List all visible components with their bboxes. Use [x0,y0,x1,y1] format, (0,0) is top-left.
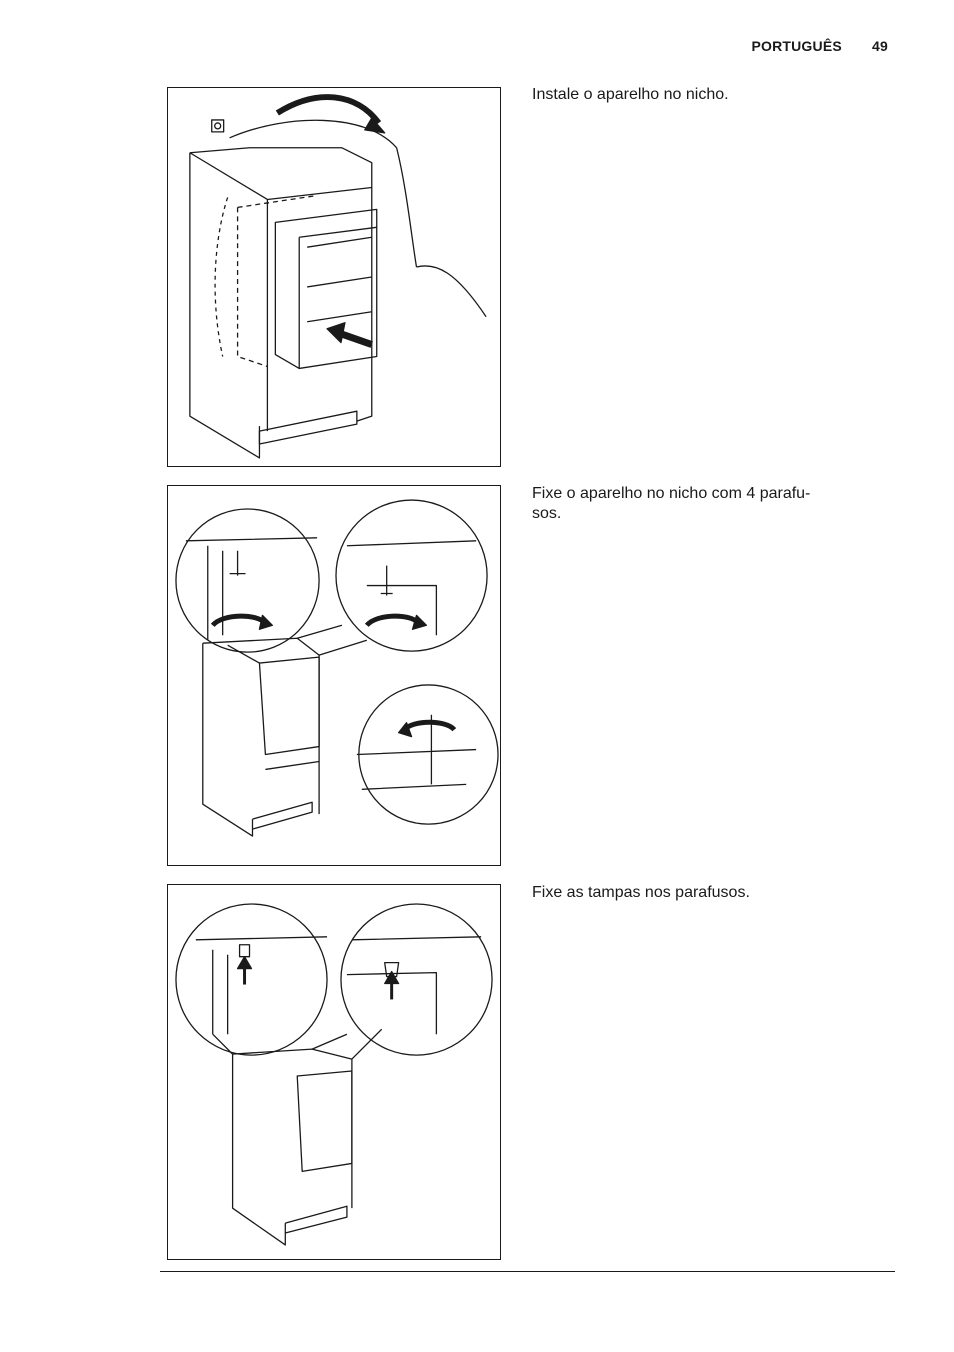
step-2-text: Fixe o aparelho no nicho com 4 parafu- s… [532,485,811,522]
page-header: PORTUGUÊS 49 [751,38,888,54]
footer-rule [160,1271,895,1272]
figure-fix-caps [167,884,501,1260]
page-number: 49 [872,38,888,54]
figure-install-appliance [167,87,501,467]
step-1-text: Instale o aparelho no nicho. [532,86,729,103]
figure-fix-screws [167,485,501,866]
language-label: PORTUGUÊS [751,38,842,54]
power-socket-icon [211,119,225,133]
push-arrow-icon [275,94,382,125]
rotate-arrow-icon [210,613,268,628]
step-3-text: Fixe as tampas nos parafusos. [532,884,750,901]
